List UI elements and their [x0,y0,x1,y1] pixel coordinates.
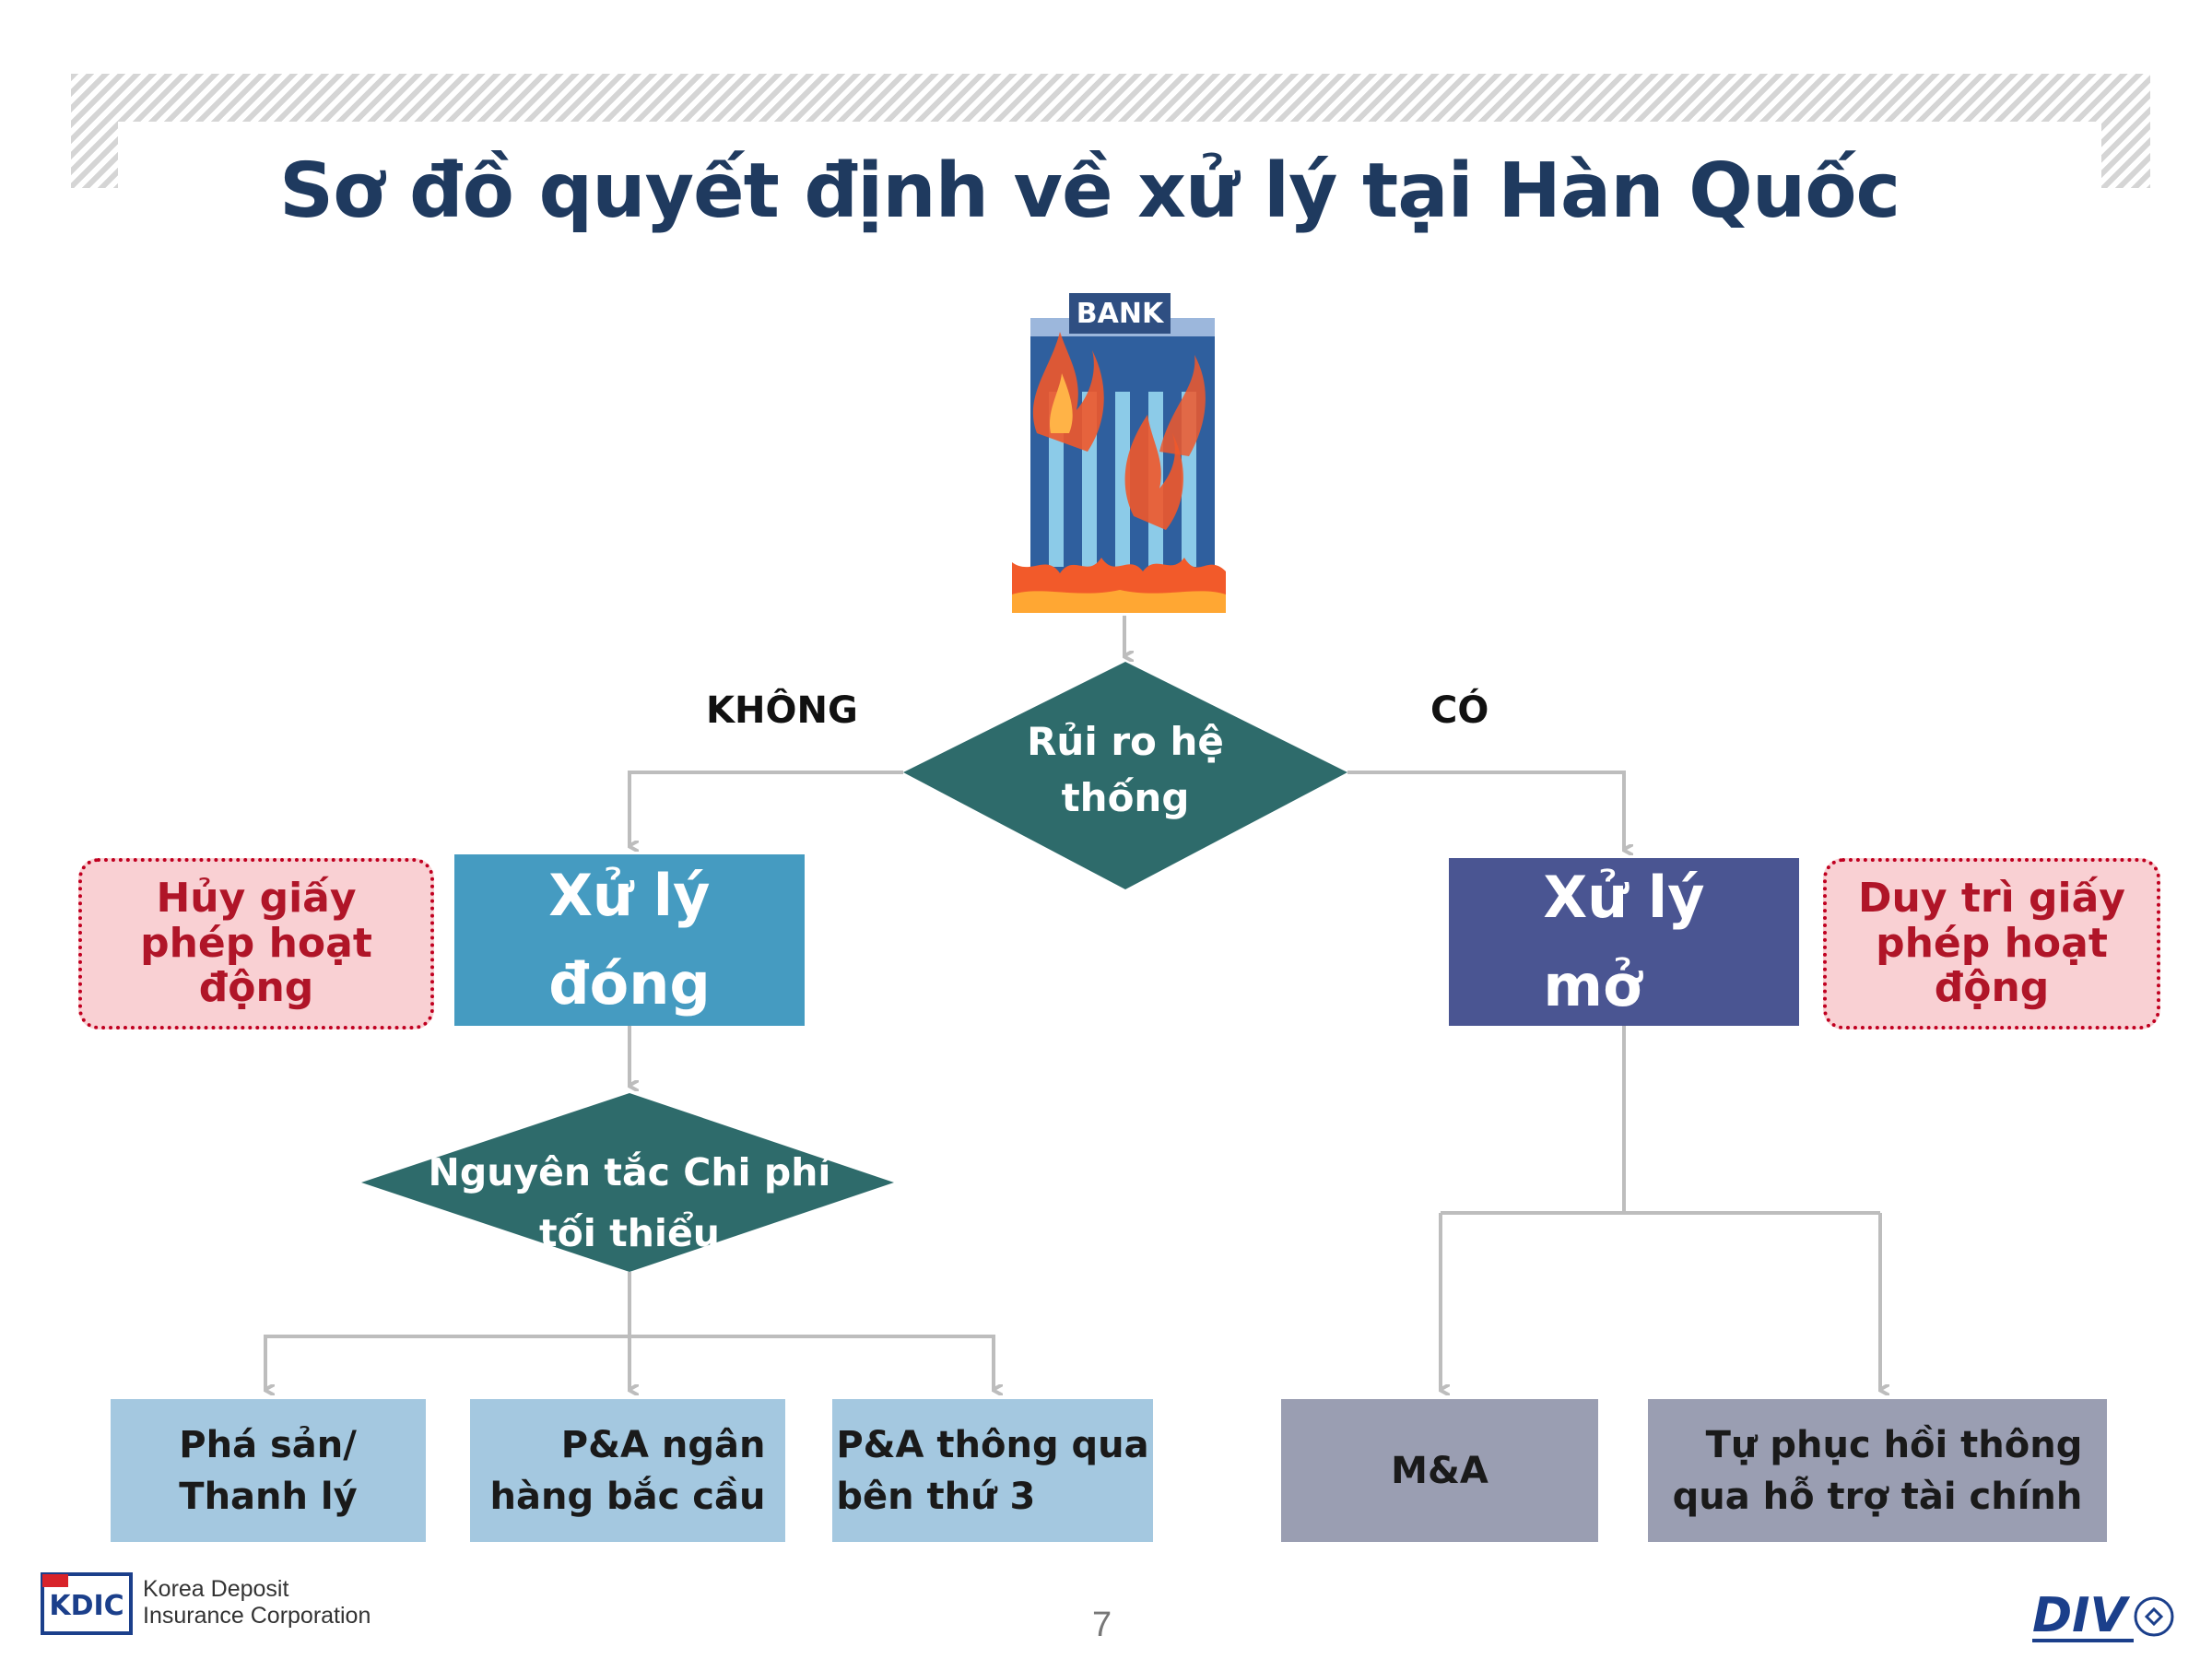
systemic-risk-decision [903,662,1347,889]
bank-sign-text: BANK [1077,298,1165,330]
page-number: 7 [1092,1606,1112,1644]
branch-yes-label: CÓ [1430,689,1489,732]
option-ma: M&A [1281,1399,1598,1542]
page-title: Sơ đồ quyết định về xử lý tại Hàn Quốc [279,147,1900,235]
svg-text:KDIC: KDIC [49,1590,124,1622]
branch-no-label: KHÔNG [706,689,858,732]
closed-resolution-box: Xử lý đóng [454,854,805,1026]
maintain-license-box: Duy trì giấy phép hoạt động [1823,858,2160,1030]
org-name: Korea Deposit Insurance Corporation [143,1576,371,1629]
option-bridge-bank-pa: P&A ngân hàng bắc cầu [470,1399,785,1542]
least-cost-label: Nguyên tắc Chi phí tối thiểu [428,1150,831,1255]
div-logo-icon: DIV [2032,1588,2174,1643]
svg-text:DIV: DIV [2032,1588,2131,1643]
revoke-license-box: Hủy giấy phép hoạt động [78,858,434,1030]
option-bankruptcy-liquidation: Phá sản/ Thanh lý [111,1399,426,1542]
open-resolution-box: Xử lý mở [1449,858,1799,1026]
option-self-recovery: Tự phục hồi thông qua hỗ trợ tài chính [1648,1399,2107,1542]
least-cost-decision [361,1093,894,1272]
option-third-party-pa: P&A thông qua bên thứ 3 [832,1399,1153,1542]
systemic-risk-label: Rủi ro hệ thống [1027,719,1224,820]
kdic-logo-icon: KDIC [41,1572,133,1635]
burning-bank-icon: BANK [1012,293,1226,613]
